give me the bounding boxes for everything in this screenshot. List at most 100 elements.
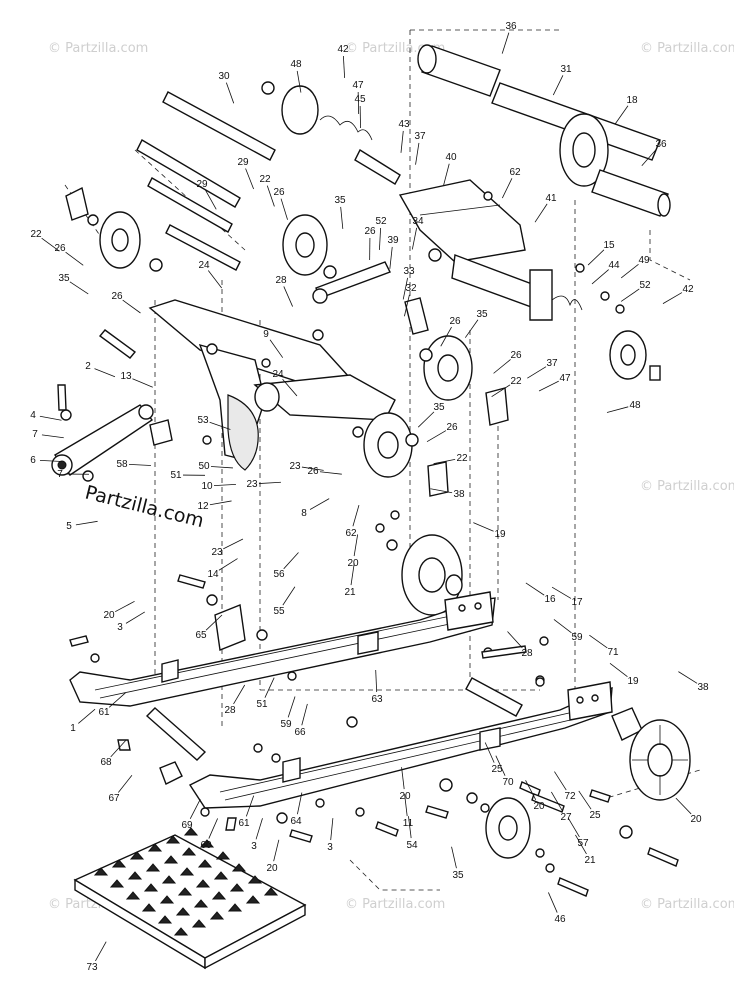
pad-stud [143,883,159,892]
lower-idler-group [355,778,611,897]
pad-stud [195,879,211,888]
callout-49: 49 [638,255,650,266]
leader-line [352,505,360,527]
leader-line [620,264,639,279]
callout-22: 22 [259,174,271,185]
callout-54: 54 [406,840,418,851]
leader-line [493,359,511,374]
leader-line [65,251,84,266]
pad-stud [193,899,209,908]
callout-30: 30 [218,71,230,82]
pad-stud [93,867,109,876]
leader-line [527,366,547,379]
leader-line [591,269,609,285]
callout-17: 17 [571,597,583,608]
left-link-arm [51,384,173,482]
leader-line [223,538,244,550]
leader-line [110,740,126,758]
callout-52: 52 [375,216,387,227]
leader-line [280,198,288,220]
leader-line [554,771,567,791]
pad-stud [229,883,245,892]
leader-line [128,463,151,466]
callout-40: 40 [445,152,457,163]
rail-fasteners [481,636,549,687]
leader-line [534,203,548,223]
leader-line [525,780,537,800]
left-slide-rail [69,591,496,707]
pad-stud [213,871,229,880]
leader-line [495,755,506,776]
pad-stud [177,887,193,896]
callout-20: 20 [103,610,115,621]
leader-line [401,767,405,790]
pad-stud [263,887,279,896]
callout-35: 35 [452,870,464,881]
leader-line [357,91,360,115]
callout-3: 3 [251,841,257,852]
callout-23: 23 [289,461,301,472]
leader-line [433,458,456,465]
callout-22: 22 [456,453,468,464]
leader-line [296,70,302,93]
leader-line [245,168,254,190]
leader-line [283,286,293,307]
pad-stud [173,927,189,936]
callout-6: 6 [30,455,36,466]
pad-stud [147,843,163,852]
callout-35: 35 [476,309,488,320]
pad-stud [183,827,199,836]
leader-line [589,634,608,649]
rear-axle-assembly [417,44,671,217]
callout-25: 25 [491,764,503,775]
pad-stud [109,879,125,888]
leader-line [426,430,447,443]
callout-28: 28 [224,705,236,716]
leader-line [501,178,513,199]
pad-stud [181,847,197,856]
callout-43: 43 [398,119,410,130]
leader-line [233,684,246,705]
leader-line [319,471,342,475]
leader-line [353,534,359,557]
callout-71: 71 [607,647,619,658]
leader-line [430,488,453,494]
pad-stud [159,895,175,904]
leader-line [551,791,563,812]
leader-line [258,481,281,484]
callout-44: 44 [608,260,620,271]
leader-line [208,818,218,839]
callout-7: 7 [32,429,38,440]
callout-26: 26 [510,350,522,361]
callout-3: 3 [327,842,333,853]
callout-27: 27 [560,812,572,823]
leader-line [264,677,275,698]
callout-19: 19 [494,529,506,540]
leader-line [342,55,346,78]
callout-18: 18 [626,95,638,106]
leader-line [404,294,410,317]
callout-50: 50 [198,461,210,472]
leader-line [132,378,153,388]
leader-line [411,227,418,250]
callout-20: 20 [266,863,278,874]
leader-line [415,142,420,165]
leader-line [417,411,435,428]
pad-stud [163,855,179,864]
callout-28: 28 [275,275,287,286]
callout-23: 23 [246,479,258,490]
callout-41: 41 [545,193,557,204]
callout-61: 61 [98,707,110,718]
lower-right-wheel [611,707,691,867]
pad-stud [111,859,127,868]
leader-line [451,846,457,869]
leader-line [39,459,62,462]
leader-line [675,797,692,815]
callout-21: 21 [344,587,356,598]
pad-stud [157,915,173,924]
leader-line [402,277,408,300]
leader-line [125,611,145,624]
callout-59: 59 [571,632,583,643]
pad-stud [231,863,247,872]
callout-62: 62 [345,528,357,539]
